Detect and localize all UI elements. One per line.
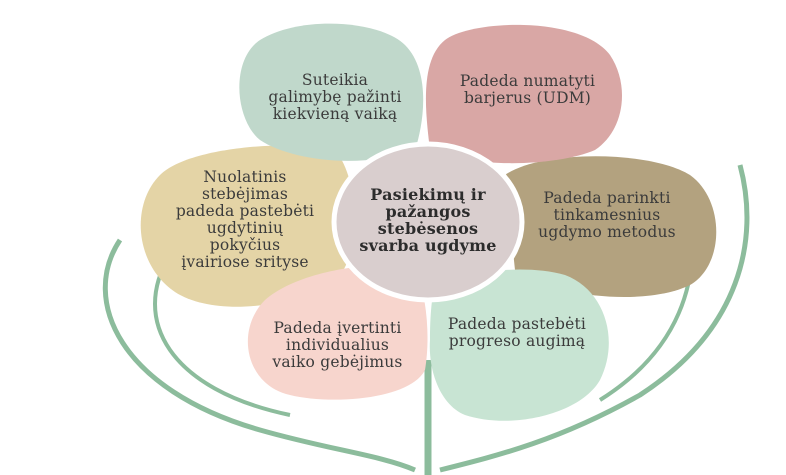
petal-label-bottom-right: Padeda pastebėti progreso augimą	[447, 315, 587, 350]
petal-right	[505, 156, 717, 297]
petal-bottom-right	[429, 269, 609, 421]
petal-label-top-right: Padeda numatyti barjerus (UDM)	[459, 72, 596, 107]
petal-label-left: Nuolatinis stebėjimas padeda pastebėti u…	[175, 168, 315, 271]
petal-left	[140, 145, 355, 307]
left-leaf	[102, 238, 416, 473]
center-circle	[331, 141, 525, 303]
petal-bottom-left	[247, 264, 428, 400]
center-label: Pasiekimų ir pažangos stebėsenos svarba …	[359, 185, 497, 255]
petal-top-right	[425, 24, 622, 164]
petal-label-right: Padeda parinkti tinkamesnius ugdymo meto…	[538, 188, 676, 241]
petal-label-top-left: Suteikia galimybę pažinti kiekvieną vaik…	[268, 70, 402, 123]
petal-top-left	[239, 23, 424, 161]
petal-label-bottom-left: Padeda įvertinti individualius vaiko geb…	[272, 318, 403, 371]
